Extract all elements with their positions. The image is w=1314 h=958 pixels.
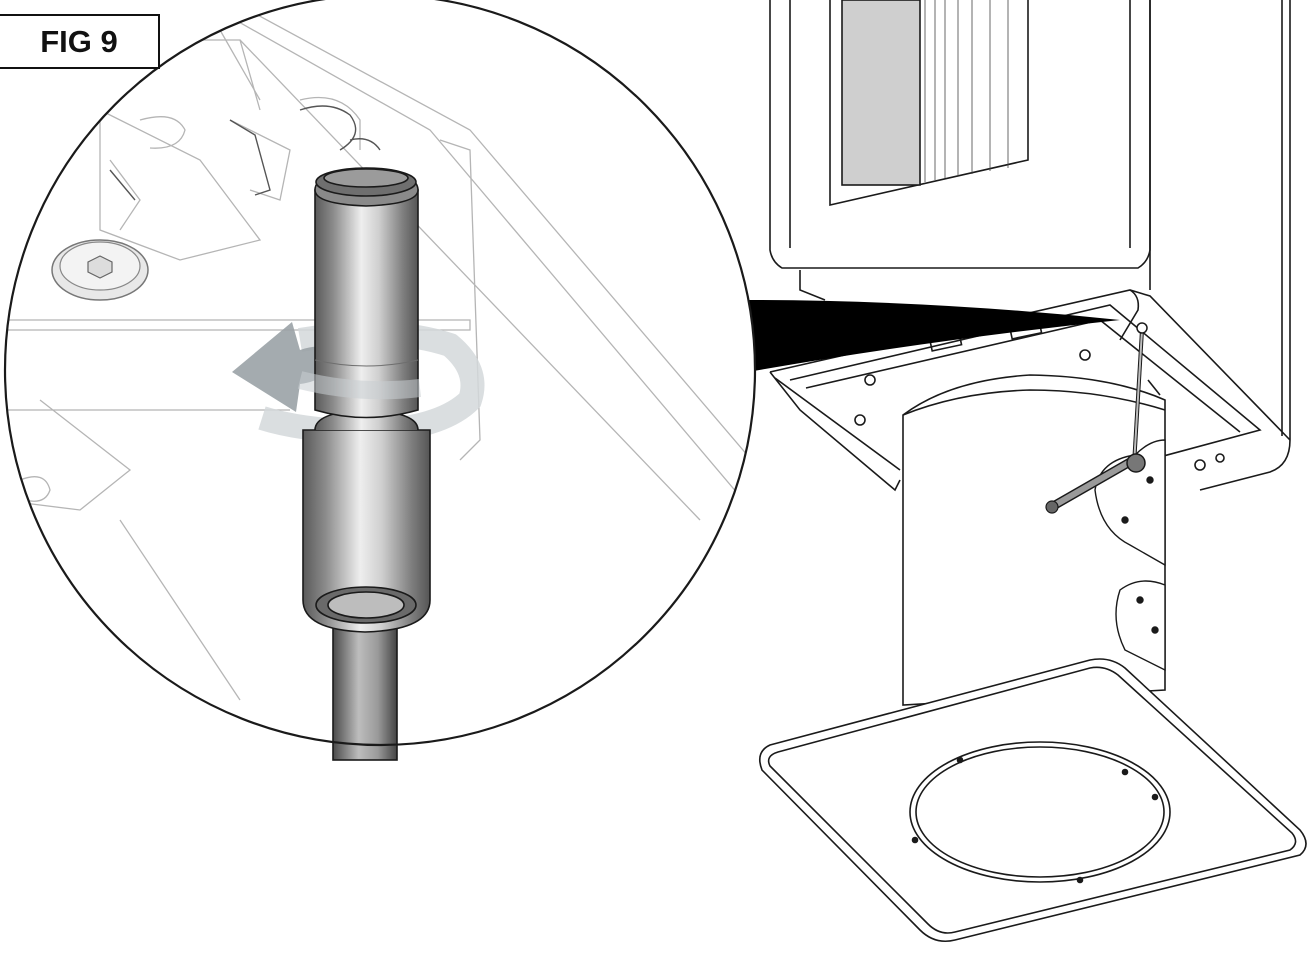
callout-pointer <box>748 300 1120 372</box>
flue-opening <box>909 741 1171 883</box>
figure-label: FIG 9 <box>0 14 160 69</box>
drive-shaft <box>302 167 431 761</box>
door-glass <box>841 0 921 186</box>
hex-socket-screw-icon <box>51 239 149 301</box>
detail-magnifier <box>4 0 756 761</box>
ratchet-wrench-icon <box>1045 322 1148 514</box>
floor-plate <box>759 658 1307 943</box>
flue-pipe <box>902 374 1166 706</box>
